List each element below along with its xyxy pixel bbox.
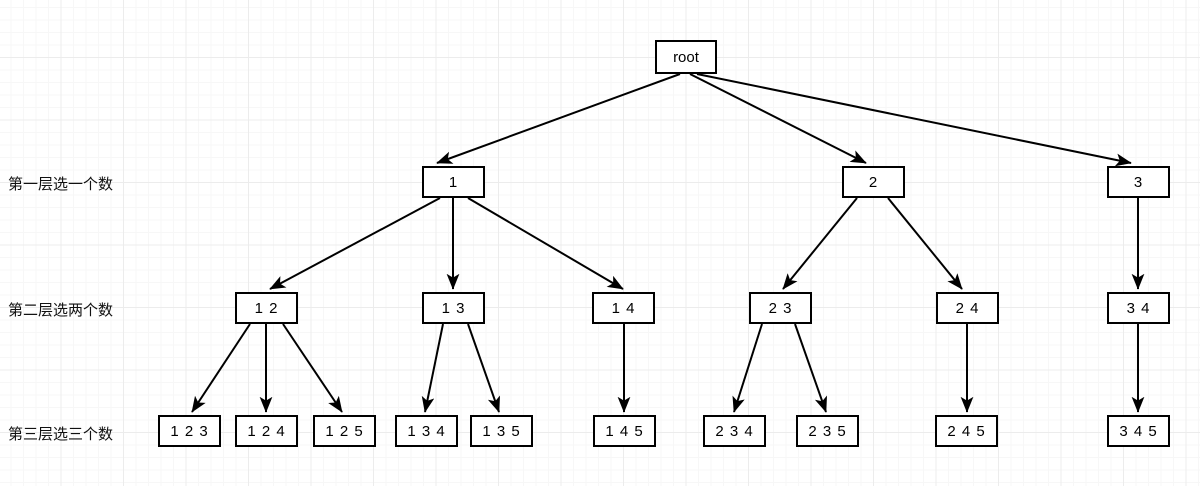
tree-node-n245[interactable]: 2 4 5 — [935, 415, 998, 447]
edge-1-14 — [467, 197, 624, 290]
edge-12-123 — [191, 323, 251, 413]
tree-node-n14[interactable]: 1 4 — [592, 292, 655, 324]
tree-node-n145[interactable]: 1 4 5 — [593, 415, 656, 447]
tree-node-n345[interactable]: 3 4 5 — [1107, 415, 1170, 447]
level1-label: 第一层选一个数 — [8, 176, 114, 193]
tree-node-n123[interactable]: 1 2 3 — [158, 415, 221, 447]
edge-2-24 — [887, 197, 963, 290]
edge-23-235 — [794, 323, 827, 413]
tree-node-n135[interactable]: 1 3 5 — [470, 415, 533, 447]
level3-label: 第三层选三个数 — [8, 426, 114, 443]
tree-node-n24[interactable]: 2 4 — [936, 292, 999, 324]
tree-node-n235[interactable]: 2 3 5 — [796, 415, 859, 447]
edge-13-134 — [421, 323, 444, 413]
tree-node-n124[interactable]: 1 2 4 — [235, 415, 298, 447]
tree-node-n1[interactable]: 1 — [422, 166, 485, 198]
tree-node-n13[interactable]: 1 3 — [422, 292, 485, 324]
edge-root-3 — [696, 73, 1132, 167]
edge-1-12 — [269, 197, 441, 290]
tree-node-n234[interactable]: 2 3 4 — [703, 415, 766, 447]
edge-2-23 — [782, 197, 858, 290]
level2-label: 第二层选两个数 — [8, 302, 114, 319]
tree-node-n134[interactable]: 1 3 4 — [395, 415, 458, 447]
edge-13-135 — [467, 323, 500, 413]
tree-node-n12[interactable]: 1 2 — [235, 292, 298, 324]
tree-node-n125[interactable]: 1 2 5 — [313, 415, 376, 447]
edge-12-125 — [282, 323, 343, 413]
edge-root-1 — [436, 73, 681, 164]
tree-node-n3[interactable]: 3 — [1107, 166, 1170, 198]
tree-node-n23[interactable]: 2 3 — [749, 292, 812, 324]
tree-node-n34[interactable]: 3 4 — [1107, 292, 1170, 324]
edge-root-2 — [689, 73, 867, 164]
edge-23-234 — [732, 323, 763, 413]
tree-node-n2[interactable]: 2 — [842, 166, 905, 198]
tree-node-root[interactable]: root — [655, 40, 717, 74]
